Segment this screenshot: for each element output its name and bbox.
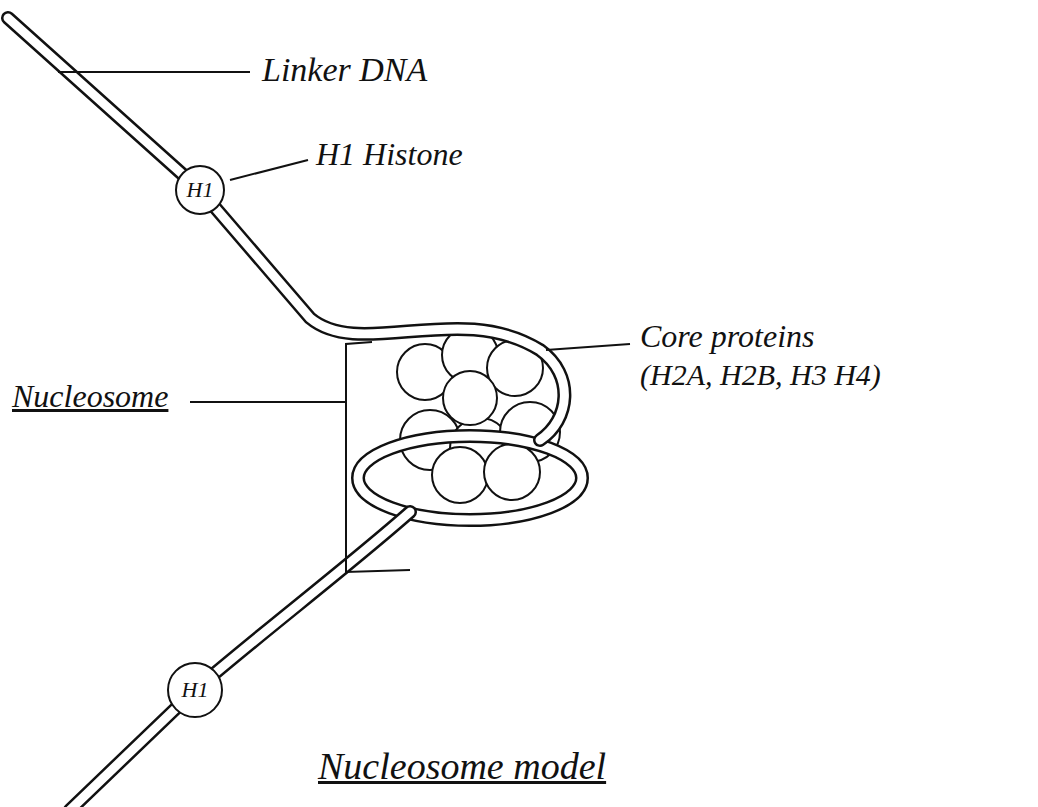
part-label: (H2A, H2B, H3 H4)	[640, 358, 881, 393]
part-label: Nucleosome	[12, 378, 168, 415]
node-text: H1	[187, 177, 214, 203]
node-text: H1	[182, 677, 209, 703]
part-label: Core proteins	[640, 318, 815, 355]
caption: Nucleosome model	[318, 745, 606, 789]
dna-strand	[8, 18, 564, 807]
bracket	[346, 342, 410, 572]
part-label: H1 Histone	[316, 136, 463, 173]
leader-line	[58, 72, 630, 402]
histone-circle: H1	[167, 662, 223, 718]
histone-circle: H1	[175, 165, 225, 215]
dna-loop	[358, 436, 582, 520]
part-label: Linker DNA	[262, 50, 427, 89]
